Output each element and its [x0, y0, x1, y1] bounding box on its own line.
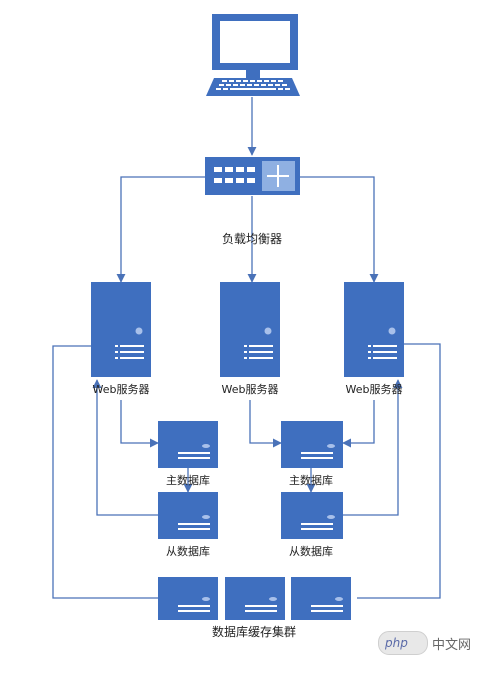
load-balancer-icon [205, 157, 300, 195]
edge-slave-right-server [343, 379, 403, 516]
master-db-right-label: 主数据库 [289, 473, 333, 487]
slave-db-left-label: 从数据库 [166, 544, 210, 558]
load-balancer-label: 负载均衡器 [222, 232, 282, 246]
web-server-right-label: Web服务器 [346, 383, 403, 396]
master-db-left-label: 主数据库 [166, 473, 210, 487]
edge-slave-left-server [92, 379, 158, 516]
computer-icon [206, 14, 300, 96]
cache-cluster [158, 577, 351, 620]
watermark-site-text: 中文网 [432, 638, 472, 653]
edge-center-server-master [249, 400, 282, 448]
php-logo: php [378, 631, 428, 655]
slave-db-left [158, 492, 218, 539]
connectors [52, 97, 441, 599]
web-server-center [220, 282, 280, 377]
cache-node-3 [291, 577, 351, 620]
slave-db-right-label: 从数据库 [289, 544, 333, 558]
edge-lb-right-server [300, 176, 379, 283]
web-server-left [91, 282, 151, 377]
web-server-left-label: Web服务器 [93, 383, 150, 396]
cache-node-1 [158, 577, 218, 620]
cache-node-2 [225, 577, 285, 620]
watermark: php 中文网 [378, 628, 496, 656]
slave-db-right [281, 492, 343, 539]
web-server-right [344, 282, 404, 377]
edge-left-server-master [120, 400, 159, 448]
master-db-left [158, 421, 218, 468]
php-logo-text: php [385, 636, 408, 650]
cache-cluster-label: 数据库缓存集群 [212, 624, 296, 639]
master-db-right [281, 421, 343, 468]
web-server-center-label: Web服务器 [222, 383, 279, 396]
edge-right-server-cache [357, 343, 441, 599]
edge-lb-left-server [116, 176, 205, 283]
edge-left-server-cache [52, 345, 158, 599]
edge-right-server-master [342, 400, 375, 448]
